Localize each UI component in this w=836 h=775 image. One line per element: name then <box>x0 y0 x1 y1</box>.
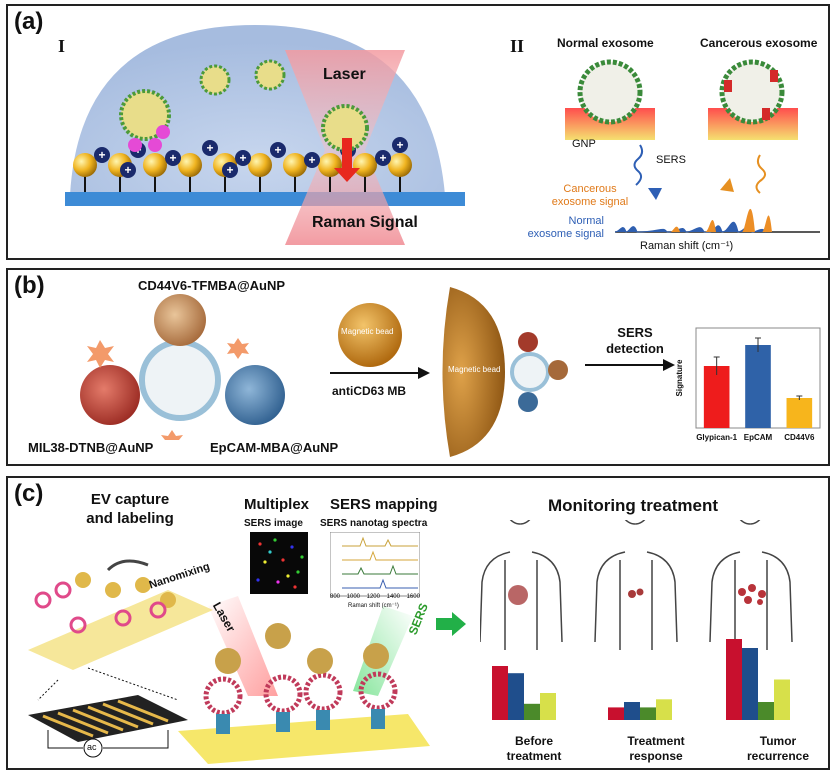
cancerous-exosome-title: Cancerous exosome <box>700 36 818 50</box>
raman-shift-label: Raman shift (cm⁻¹) <box>640 240 734 252</box>
gnp-label: GNP <box>572 138 596 150</box>
panel-b-probe-illustration <box>80 294 285 440</box>
panel-a-sub-II: II <box>510 36 525 56</box>
bar-cd44v6 <box>786 398 813 428</box>
arrow-capture-label: antiCD63 MB <box>332 384 407 398</box>
sers-label-a: SERS <box>656 154 686 166</box>
treatment-bar <box>608 707 624 720</box>
y-axis-label: Signature <box>675 359 684 396</box>
treatment-bar-groups <box>492 639 790 720</box>
treatment-bar <box>758 702 774 720</box>
nanotag-spectra <box>330 532 420 597</box>
panel-c-label: (c) <box>14 480 44 507</box>
svg-text:+: + <box>226 163 233 177</box>
multiplex-label: Multiplex <box>244 496 310 513</box>
bar-glypican-1 <box>703 366 730 428</box>
svg-text:+: + <box>124 163 131 177</box>
probe-top-label: CD44V6-TFMBA@AuNP <box>138 278 286 293</box>
probe-right-label: EpCAM-MBA@AuNP <box>210 440 339 455</box>
spectra-xlabel: Raman shift (cm⁻¹) <box>348 603 399 609</box>
x-tick-label: CD44V6 <box>784 433 815 442</box>
signature-bar-chart: Glypican-1 EpCAM CD44V6 Signature <box>675 327 821 442</box>
substrate <box>65 192 465 206</box>
x-tick-label: EpCAM <box>744 433 773 442</box>
treatment-bar <box>726 639 742 720</box>
sers-image <box>250 532 308 594</box>
treatment-bar <box>742 648 758 720</box>
panel-a-sers-illustration <box>565 59 820 233</box>
x-tick-label: Glypican-1 <box>696 433 737 442</box>
sers-mapping-illustration <box>178 596 430 764</box>
magnetic-bead-small <box>338 303 402 367</box>
treatment-bar <box>774 679 790 720</box>
raman-spectrum <box>614 208 820 233</box>
treatment-bar <box>540 693 556 720</box>
bead-small-label: Magnetic bead <box>341 327 394 336</box>
treatment-bar <box>656 699 672 720</box>
svg-text:+: + <box>206 141 213 155</box>
panel-b-label: (b) <box>14 272 45 299</box>
svg-text:+: + <box>396 138 403 152</box>
body-silhouettes <box>480 520 793 650</box>
arrow-capture <box>330 367 430 379</box>
magnetic-bead-large <box>442 287 568 457</box>
arrow-detection <box>585 359 675 371</box>
normal-exosome-title: Normal exosome <box>557 36 654 50</box>
treatment-bar <box>640 707 656 720</box>
svg-text:+: + <box>239 151 246 165</box>
monitoring-title: Monitoring treatment <box>548 496 718 515</box>
panel-a-sensor-illustration: ++++ ++++ ++++ <box>65 25 465 245</box>
bar-epcam <box>745 345 771 428</box>
svg-text:+: + <box>169 151 176 165</box>
treatment-bar <box>492 666 508 720</box>
svg-text:+: + <box>274 143 281 157</box>
sers-image-label: SERS image <box>244 518 303 529</box>
nanotag-spectra-label: SERS nanotag spectra <box>320 518 428 529</box>
treatment-bar <box>624 702 640 720</box>
treatment-bar <box>508 673 524 720</box>
svg-text:+: + <box>98 148 105 162</box>
ac-label: ac <box>87 742 97 752</box>
probe-left-label: MIL38-DTNB@AuNP <box>28 440 154 455</box>
green-arrow <box>436 612 466 636</box>
bead-large-label: Magnetic bead <box>448 365 501 374</box>
treatment-bar <box>524 703 540 720</box>
down-arrow <box>334 138 360 182</box>
capture-illustration <box>28 559 213 758</box>
raman-signal-label: Raman Signal <box>312 214 418 231</box>
laser-label: Laser <box>323 66 366 83</box>
sers-mapping-label: SERS mapping <box>330 496 438 513</box>
svg-text:+: + <box>379 151 386 165</box>
exosomes <box>119 59 369 152</box>
panel-a-label: (a) <box>14 8 44 35</box>
panel-a-sub-I: I <box>58 36 66 56</box>
svg-text:+: + <box>308 153 315 167</box>
